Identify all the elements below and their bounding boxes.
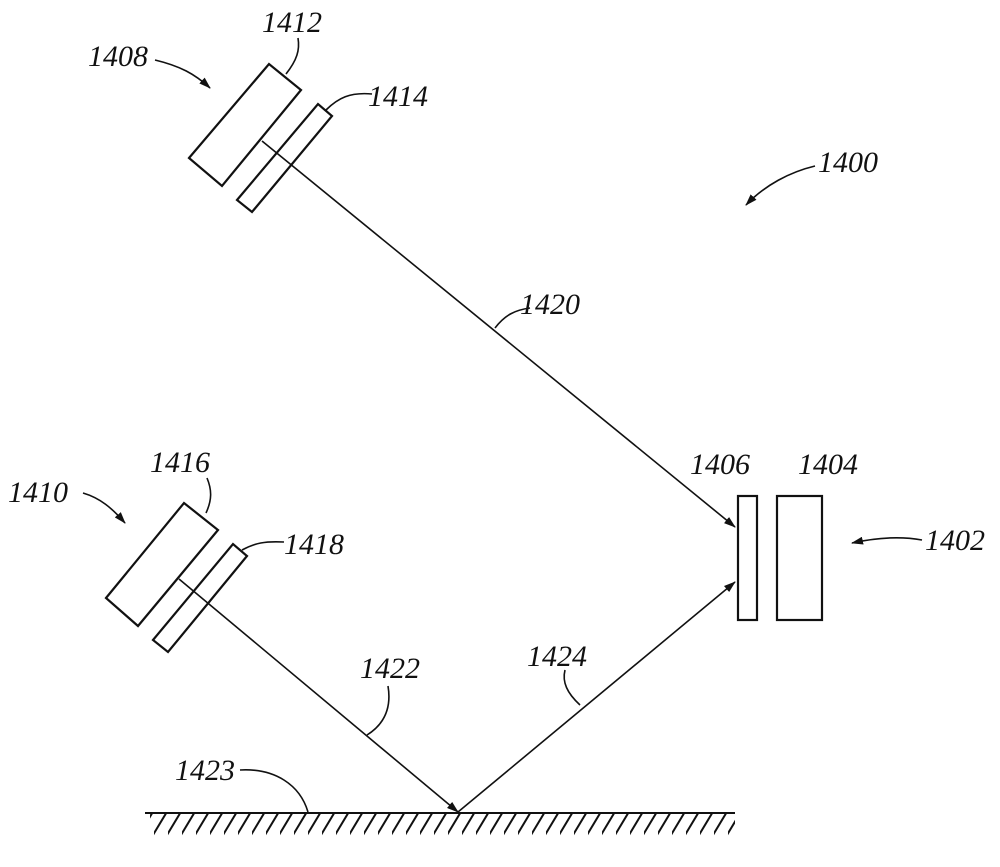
arrow-1402 [852, 538, 922, 543]
source-top [189, 64, 301, 186]
leader-1422 [367, 686, 389, 735]
label-1404: 1404 [798, 448, 858, 481]
reflected-beam-1424 [458, 582, 735, 812]
direct-beam-1420 [262, 141, 735, 527]
label-1424: 1424 [527, 640, 587, 673]
label-1410: 1410 [8, 476, 68, 509]
label-1420: 1420 [520, 288, 580, 321]
label-1406: 1406 [690, 448, 750, 481]
surface-1423 [145, 813, 735, 839]
leader-1418 [242, 542, 284, 550]
label-1402: 1402 [925, 524, 985, 557]
filter-1406 [738, 496, 757, 620]
label-1422: 1422 [360, 652, 420, 685]
arrow-1408 [155, 60, 210, 88]
label-1412: 1412 [262, 6, 322, 39]
label-1418: 1418 [284, 528, 344, 561]
label-1408: 1408 [88, 40, 148, 73]
leader-1423 [240, 770, 308, 812]
emitter-top [189, 64, 735, 527]
label-1414: 1414 [368, 80, 428, 113]
label-1423: 1423 [175, 754, 235, 787]
leader-1416 [206, 478, 211, 513]
leader-1412 [286, 38, 299, 74]
label-1416: 1416 [150, 446, 210, 479]
label-1400: 1400 [818, 146, 878, 179]
arrow-1410 [83, 493, 125, 523]
sensor-1404 [777, 496, 822, 620]
arrow-1400 [746, 166, 815, 205]
leader-1414 [326, 94, 372, 110]
leader-1424 [564, 670, 580, 705]
